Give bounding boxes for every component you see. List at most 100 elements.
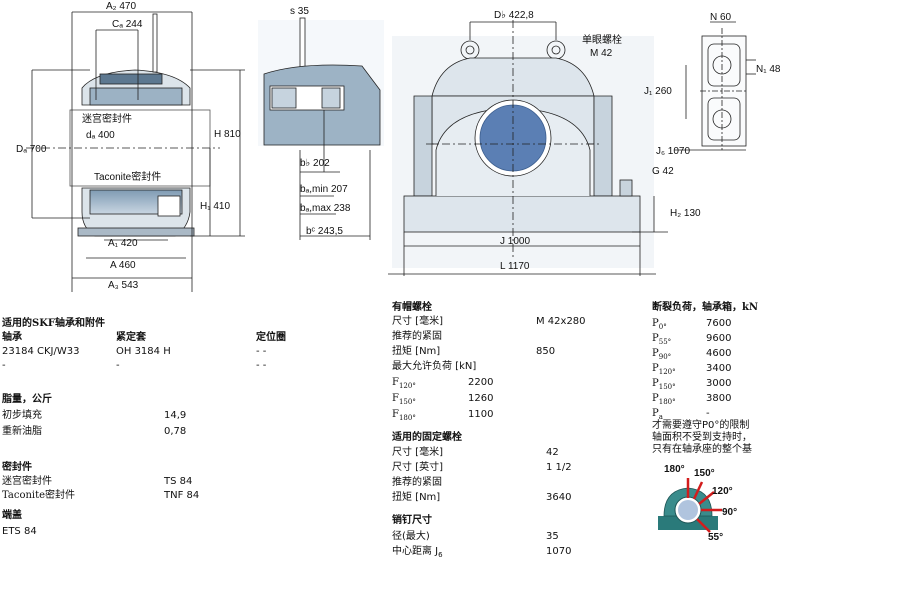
load-f150-value: 1260 [468,393,494,404]
load-pa-value: - [706,408,710,419]
dim-l: L 1170 [500,261,530,272]
load-pa: Pa [652,408,663,421]
load-p150: P150° [652,378,676,391]
dim-bb: b♭ 202 [300,158,330,169]
fixbolt-torque-value: 3640 [546,492,572,503]
seal-labyrinth-value: TS 84 [164,476,193,487]
dim-j: J 1000 [500,236,530,247]
seals-title: 密封件 [2,462,32,473]
dim-ba-max: bₐ,max 238 [300,203,351,214]
grease-initial-label: 初步填充 [2,410,42,421]
dim-n: N 60 [710,12,732,23]
dim-a: A 460 [110,260,136,271]
grease-relub-label: 重新油脂 [2,426,42,437]
load-p55: P55° [652,333,672,346]
dim-ca: Cₐ 244 [112,19,143,30]
capbolt-size-value: M 42x280 [536,316,586,327]
load-f180: F180° [392,409,416,422]
load-p90: P90° [652,348,672,361]
dim-h2: H₂ 130 [670,208,701,219]
load-f120-value: 2200 [468,377,494,388]
bearing-row-1-locating: - - [256,346,267,357]
note-line-1: 才需要遵守P0°的限制 [652,420,750,431]
load-p120-value: 3400 [706,363,732,374]
dowel-diameter-value: 35 [546,531,559,542]
technical-drawing: A₂ 470 Cₐ 244 Dₐ 700 迷宫密封件 dₐ 400 Taconi… [16,1,781,292]
dim-da-outer: Dₐ 700 [16,144,47,155]
col-header-locating: 定位圈 [256,332,286,343]
load-p150-value: 3000 [706,378,732,389]
dowel-distance-value: 1070 [546,546,572,557]
bearing-row-1-bearing: 23184 CKJ/W33 [2,346,80,357]
note-line-2: 轴面积不受到支持时， [652,432,752,443]
capbolt-maxload-label: 最大允许负荷 [kN] [392,361,477,372]
note-line-3: 只有在轴承座的整个基 [652,444,752,455]
dim-h: H 810 [214,129,241,140]
capbolt-size-label: 尺寸 [毫米] [392,316,443,327]
fixbolt-tightening-label: 推荐的紧固 [392,477,442,488]
angle-120: 120° [712,486,733,497]
side-view [258,17,384,240]
load-f180-value: 1100 [468,409,494,420]
dim-a2: A₂ 470 [106,1,136,12]
section-view [26,11,245,292]
detail-labels: N 60 N₁ 48 J₁ 260 J₆ 1070 [644,12,781,157]
dowel-diameter-label: 径(最大) [392,531,430,542]
angle-150: 150° [694,468,715,479]
dim-s: s 35 [290,6,309,17]
dim-da-inner: dₐ 400 [86,130,115,141]
dim-j1: J₁ 260 [644,86,672,97]
endcover-value: ETS 84 [2,526,37,537]
grease-initial-value: 14,9 [164,410,187,421]
seal-labyrinth-label: 迷宫密封件 [2,476,52,487]
fixbolt-title: 适用的固定螺栓 [392,432,462,443]
bearing-row-2-bearing: - [2,360,6,371]
load-p90-value: 4600 [706,348,732,359]
seal-taconite-label: Taconite密封件 [2,490,76,501]
load-p55-value: 9600 [706,333,732,344]
label-eyebolt: 单眼螺栓 [582,33,622,46]
load-f150: F150° [392,393,416,406]
bearing-row-2-locating: - - [256,360,267,371]
fixbolt-size-in-label: 尺寸 [英寸] [392,462,443,473]
angle-90: 90° [722,507,737,518]
dowel-distance-label: 中心距离 J6 [392,546,443,559]
angle-55: 55° [708,532,723,542]
fixbolt-size-mm-label: 尺寸 [毫米] [392,447,443,458]
fixbolt-torque-label: 扭矩 [Nm] [392,492,441,503]
dim-n1: N₁ 48 [756,64,781,75]
dowel-title: 销钉尺寸 [392,515,432,526]
load-p120: P120° [652,363,676,376]
dim-db: D♭ 422,8 [494,10,534,21]
fixbolt-size-in-value: 1 1/2 [546,462,572,473]
col-header-bearing: 轴承 [2,332,22,343]
dim-ba-min: bₐ,min 207 [300,184,348,195]
dim-a3: A₃ 543 [108,280,139,291]
dim-eyebolt-size: M 42 [590,48,613,59]
endcover-title: 端盖 [2,510,22,521]
capbolt-torque-value: 850 [536,346,556,357]
grease-relub-value: 0,78 [164,426,187,437]
load-p0: P0° [652,318,667,331]
col-header-sleeve: 紧定套 [116,332,146,343]
load-direction-diagram: 180° 150° 120° 90° 55° [658,464,737,542]
dim-g: G 42 [652,166,674,177]
load-p180-value: 3800 [706,393,732,404]
side-labels: s 35 b♭ 202 bₐ,min 207 bₐ,max 238 bᶜ 243… [290,6,351,237]
dim-h1: H₁ 410 [200,201,230,212]
load-f120: F120° [392,377,416,390]
section-labels: A₂ 470 Cₐ 244 Dₐ 700 迷宫密封件 dₐ 400 Taconi… [16,1,241,291]
capbolt-title: 有帽螺栓 [392,302,432,313]
detail-view [674,21,756,151]
front-labels: D♭ 422,8 单眼螺栓 M 42 J 1000 L 1170 G 42 H₂… [494,10,701,272]
load-p0-value: 7600 [706,318,732,329]
capbolt-torque-label: 扭矩 [Nm] [392,346,441,357]
angle-180: 180° [664,464,685,475]
label-taconite: Taconite密封件 [94,170,161,183]
load-p180: P180° [652,393,676,406]
bearings-title: 适用的SKF轴承和附件 [2,318,106,329]
breaking-loads-title: 断裂负荷，轴承箱，kN [652,302,759,313]
dim-j6: J₆ 1070 [656,146,690,157]
capbolt-tightening-label: 推荐的紧固 [392,331,442,342]
label-labyrinth: 迷宫密封件 [82,112,132,125]
